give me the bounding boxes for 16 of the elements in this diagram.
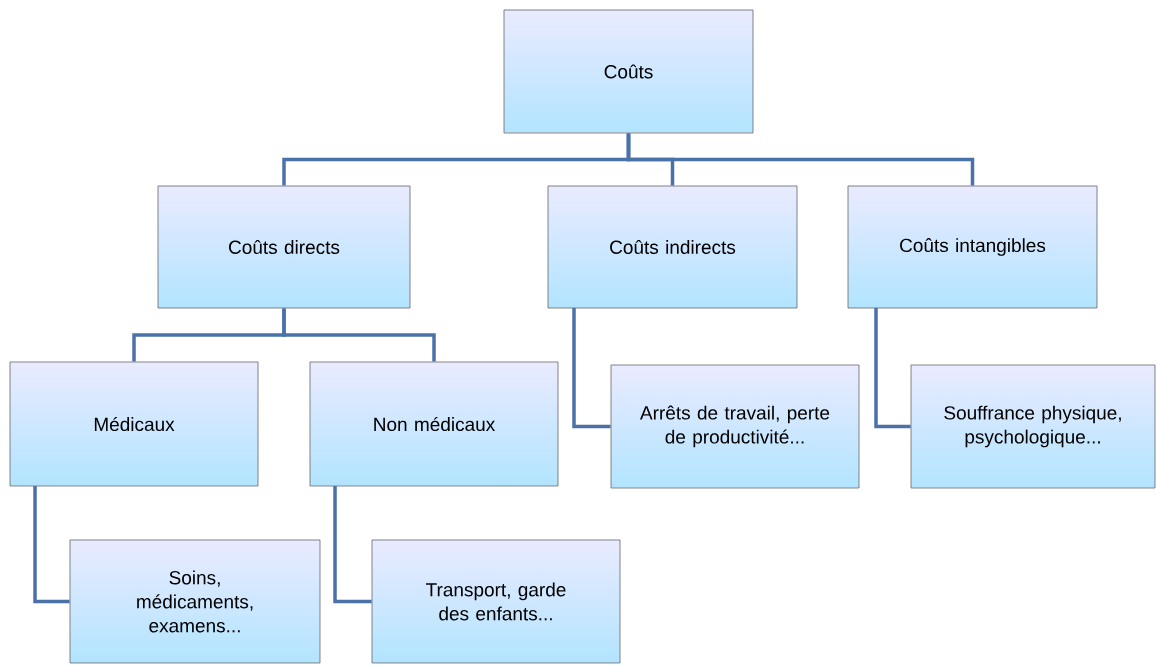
box: Coûts intangibles bbox=[847, 185, 1098, 309]
box: Médicaux bbox=[9, 361, 259, 487]
connector bbox=[572, 308, 611, 429]
box: Souffrance physique, psychologique... bbox=[910, 364, 1156, 489]
box: Transport, garde des enfants... bbox=[371, 539, 621, 664]
connector bbox=[874, 308, 911, 429]
box: Coûts indirects bbox=[547, 185, 798, 309]
connector bbox=[33, 486, 70, 604]
box: Non médicaux bbox=[309, 361, 559, 487]
box: Coûts bbox=[503, 9, 754, 134]
box: Soins, médicaments, examens... bbox=[69, 539, 321, 664]
connector bbox=[333, 486, 372, 604]
connector bbox=[626, 133, 975, 186]
box: Coûts directs bbox=[157, 185, 411, 309]
box: Arrêts de travail, perte de productivité... bbox=[610, 364, 860, 489]
connector bbox=[282, 308, 436, 362]
